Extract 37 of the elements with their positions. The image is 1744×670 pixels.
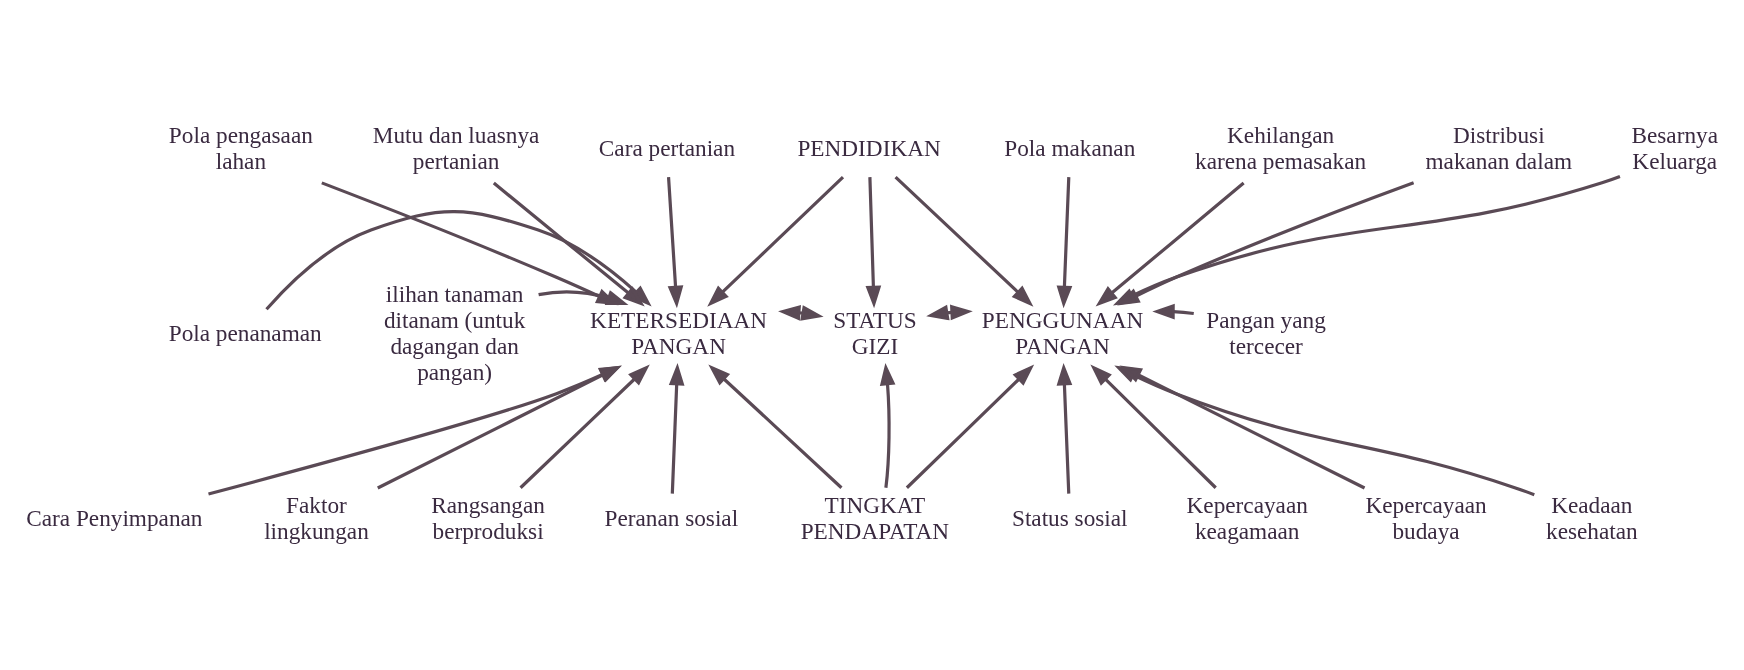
arrow: [879, 362, 896, 488]
arrow: [1119, 364, 1366, 489]
arrow: [905, 363, 1035, 489]
node-text: PENGGUNAAN PANGAN: [981, 306, 1144, 359]
node-text: STATUS GIZI: [833, 306, 917, 359]
arrow: [926, 304, 973, 320]
node-text: Pola penanaman: [168, 319, 322, 346]
node-text: Kepercayaan keagamaan: [1186, 491, 1308, 544]
node-text: Cara Penyimpanan: [26, 504, 203, 531]
node-text: Distribusi makanan dalam: [1425, 121, 1573, 174]
node-text: PENDIDIKAN: [797, 134, 941, 161]
node-text: Besarnya Keluarga: [1631, 121, 1718, 174]
node-text: KETERSEDIAAN PANGAN: [590, 306, 768, 359]
arrow: [707, 175, 845, 307]
arrow: [666, 176, 684, 308]
arrow: [1056, 176, 1073, 308]
node-text: Pola makanan: [1004, 134, 1136, 161]
node-text: Pangan yang tercecer: [1206, 306, 1326, 359]
arrow: [668, 362, 685, 494]
arrow: [894, 175, 1034, 307]
node-text: Kehilangan karena pemasakan: [1195, 121, 1367, 174]
arrow: [1152, 303, 1194, 320]
node-text: ilihan tanaman ditanam (untuk dagangan dan pangan): [383, 280, 526, 385]
node-text: Status sosial: [1011, 504, 1128, 531]
arrow: [865, 176, 882, 308]
node-text: Mutu dan luasnya pertanian: [372, 121, 540, 174]
node-text: Rangsangan berproduksi: [431, 491, 545, 544]
node-text: Cara pertanian: [598, 134, 736, 161]
arrow: [708, 364, 843, 489]
node-text: Keadaan kesehatan: [1546, 491, 1638, 544]
node-text: Peranan sosial: [604, 504, 739, 531]
node-text: TINGKAT PENDAPATAN: [800, 491, 950, 544]
arrow: [778, 304, 824, 321]
node-text: Kepercayaan budaya: [1365, 491, 1487, 544]
node-text: Pola pengasaan lahan: [168, 121, 313, 174]
node-text: Faktor lingkungan: [264, 491, 369, 544]
arrow: [1056, 362, 1073, 494]
